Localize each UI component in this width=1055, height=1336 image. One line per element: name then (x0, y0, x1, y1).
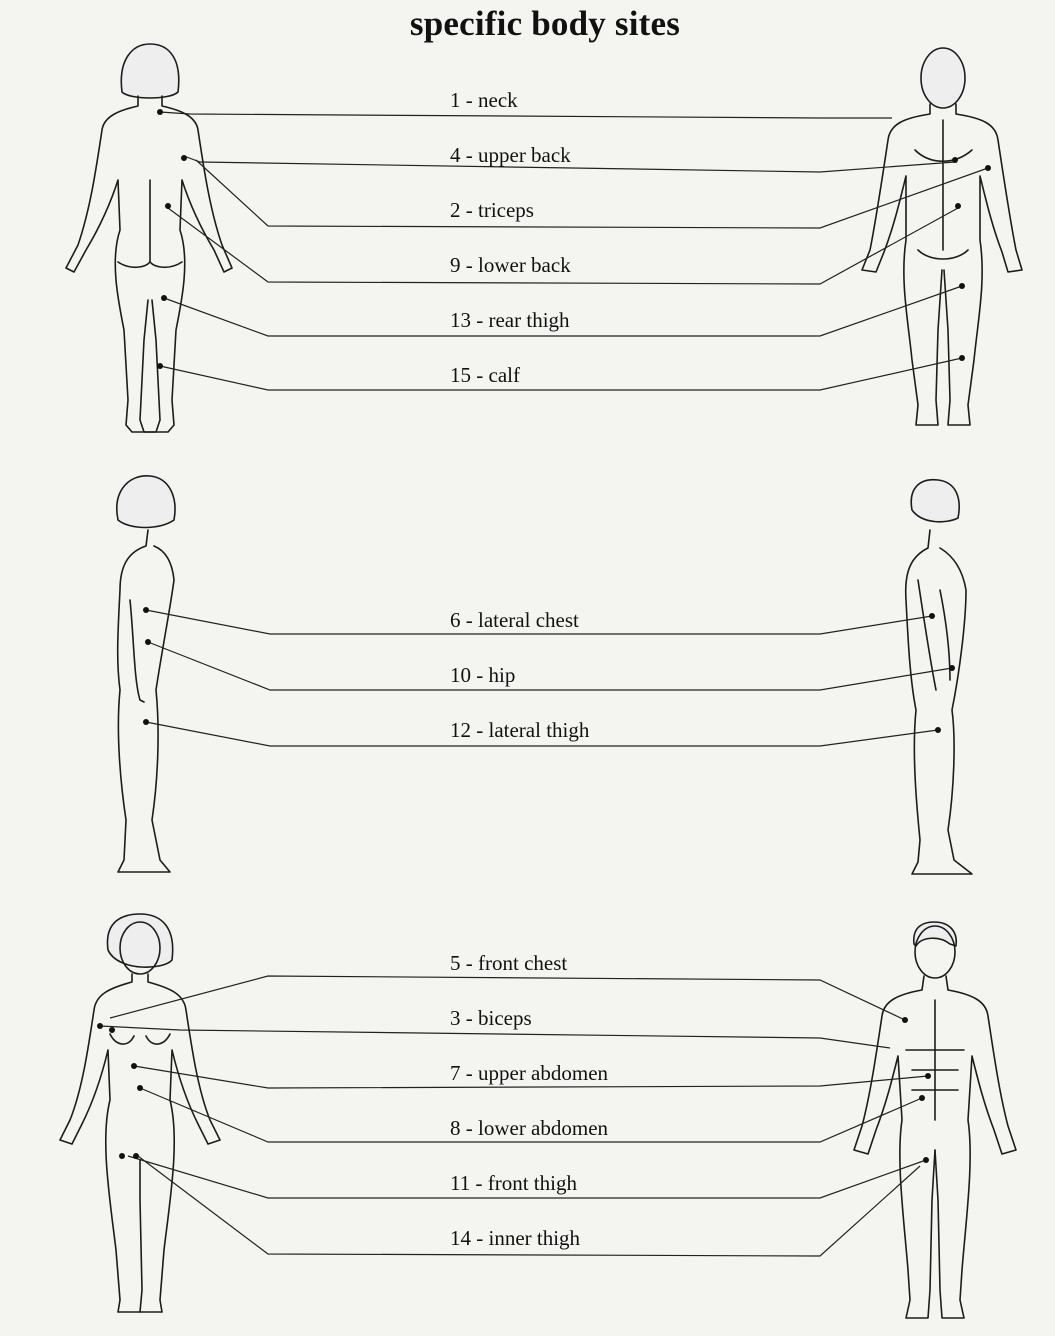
site-dot (133, 1153, 139, 1159)
site-dot (109, 1027, 115, 1033)
leader-line (160, 358, 962, 390)
site-label: 8 - lower abdomen (450, 1118, 608, 1139)
site-dot (955, 203, 961, 209)
site-label: 11 - front thigh (450, 1173, 577, 1194)
site-dot (143, 607, 149, 613)
site-label: 4 - upper back (450, 145, 571, 166)
site-label: 14 - inner thigh (450, 1228, 580, 1249)
site-dot (959, 283, 965, 289)
site-dot (181, 155, 187, 161)
site-dot (935, 727, 941, 733)
site-label: 9 - lower back (450, 255, 571, 276)
site-dot (952, 157, 958, 163)
site-dot (923, 1157, 929, 1163)
site-label: 13 - rear thigh (450, 310, 570, 331)
site-dot (919, 1095, 925, 1101)
site-dot (131, 1063, 137, 1069)
site-label: 12 - lateral thigh (450, 720, 589, 741)
site-label: 7 - upper abdomen (450, 1063, 608, 1084)
site-dot (157, 363, 163, 369)
site-dot (119, 1153, 125, 1159)
site-dot (165, 203, 171, 209)
site-dot (959, 355, 965, 361)
site-label: 3 - biceps (450, 1008, 532, 1029)
site-label: 6 - lateral chest (450, 610, 579, 631)
site-label: 15 - calf (450, 365, 520, 386)
site-dot (145, 639, 151, 645)
site-label: 5 - front chest (450, 953, 567, 974)
site-dot (143, 719, 149, 725)
site-dot (949, 665, 955, 671)
site-dot (902, 1017, 908, 1023)
site-dot (929, 613, 935, 619)
male-back-figure (862, 48, 1022, 425)
leader-line (196, 160, 988, 228)
female-side-figure (117, 476, 175, 872)
male-side-figure (906, 480, 972, 874)
site-dot (161, 295, 167, 301)
female-back-figure (66, 44, 232, 432)
site-label: 1 - neck (450, 90, 518, 111)
site-label: 10 - hip (450, 665, 515, 686)
leader-line (160, 112, 892, 118)
site-dot (97, 1023, 103, 1029)
female-front-figure (60, 914, 220, 1312)
site-dot (985, 165, 991, 171)
site-label: 2 - triceps (450, 200, 534, 221)
site-dot (157, 109, 163, 115)
male-front-figure (854, 922, 1016, 1318)
leader-line (148, 642, 952, 690)
site-dot (925, 1073, 931, 1079)
site-dot (137, 1085, 143, 1091)
